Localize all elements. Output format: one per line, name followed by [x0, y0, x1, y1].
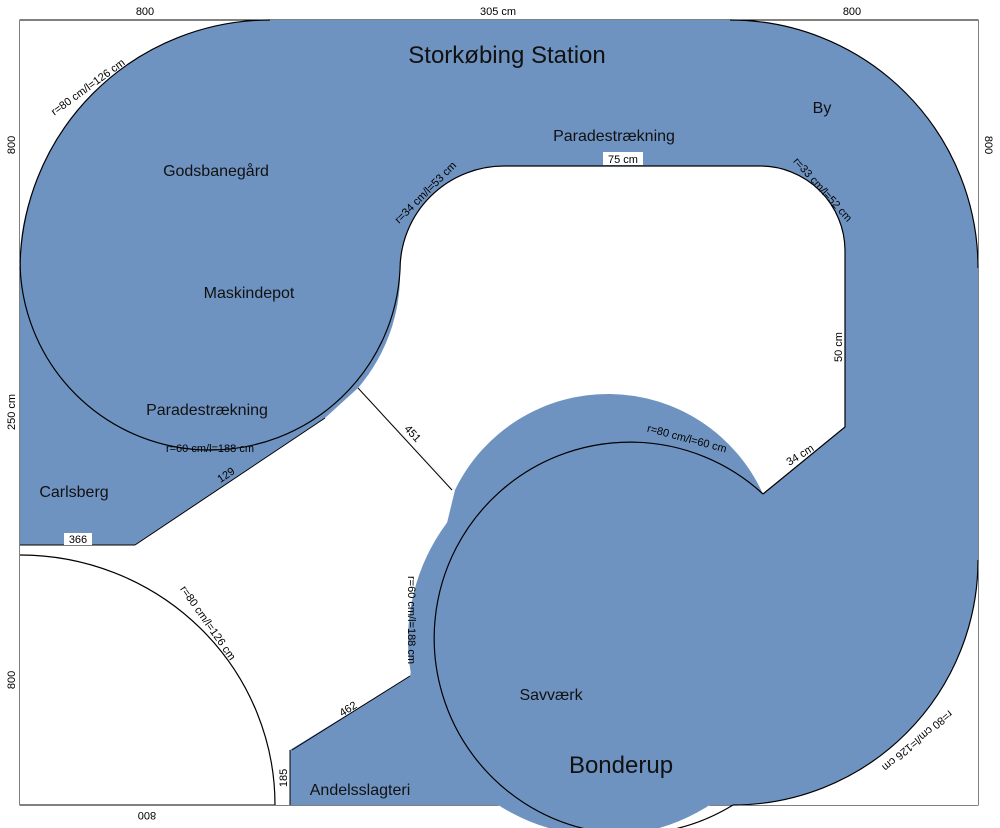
radius-left-lower: r=60 cm/l=188 cm	[166, 443, 254, 455]
bonderup-circle-outline	[433, 441, 764, 828]
bonderup-label: Bonderup	[569, 752, 673, 779]
dim-line-451	[357, 387, 453, 491]
godsbanegaard-label: Godsbanegård	[163, 162, 269, 180]
cutout-top-left	[20, 20, 270, 270]
dim-366-tag	[64, 533, 92, 545]
dim-top-left: 800	[136, 6, 154, 18]
paradestraekning-top-label: Paradestrækning	[553, 128, 675, 145]
dim-left-middle: 250 cm	[6, 394, 18, 430]
dim-left-lower: 800	[6, 671, 18, 689]
dim-366: 366	[69, 534, 87, 546]
dim-line-462	[291, 675, 411, 751]
corner-quarter-outline	[19, 554, 276, 806]
andelsslagteri-label: Andelsslagteri	[310, 782, 411, 799]
cutout-bottom-right	[733, 560, 978, 805]
bonderup-circle	[408, 444, 800, 828]
inner-loop-outline	[399, 165, 846, 495]
outer-arc-top-right	[729, 19, 979, 269]
dim-bottom-left: 800	[138, 809, 156, 821]
paradestraekning-left-label: Paradestrækning	[146, 402, 268, 419]
carlsberg-label: Carlsberg	[39, 484, 108, 501]
outer-arc-top-left	[19, 19, 271, 271]
dim-left-upper: 800	[6, 136, 18, 154]
carlsberg-area	[20, 300, 325, 545]
dim-line-129	[134, 417, 326, 546]
dim-inner-right-50: 50 cm	[833, 332, 845, 362]
cutout-center	[358, 165, 845, 495]
cutout-top-right	[730, 20, 978, 268]
corner-quarter	[20, 555, 275, 805]
dim-top-right: 800	[843, 6, 861, 18]
savvaerk-label: Savværk	[519, 687, 583, 704]
dim-top-center: 305 cm	[480, 6, 516, 18]
radius-bottom-circle-left: r=60 cm/l=188 cm	[405, 576, 417, 664]
godsbanegaard-circle	[20, 70, 400, 450]
dim-right-upper: 800	[982, 136, 994, 154]
maskindepot-label: Maskindepot	[204, 285, 295, 302]
dim-inner-top-75: 75 cm	[608, 154, 638, 166]
station-label: Storkøbing Station	[408, 42, 605, 69]
dim-bottom-short: 185	[278, 769, 290, 787]
outer-arc-bottom-right	[732, 559, 979, 806]
inner-left-circle-arc	[19, 259, 401, 451]
by-label: By	[813, 100, 832, 117]
dim-75-tag	[603, 152, 643, 165]
andelsslagteri-area	[290, 676, 430, 805]
